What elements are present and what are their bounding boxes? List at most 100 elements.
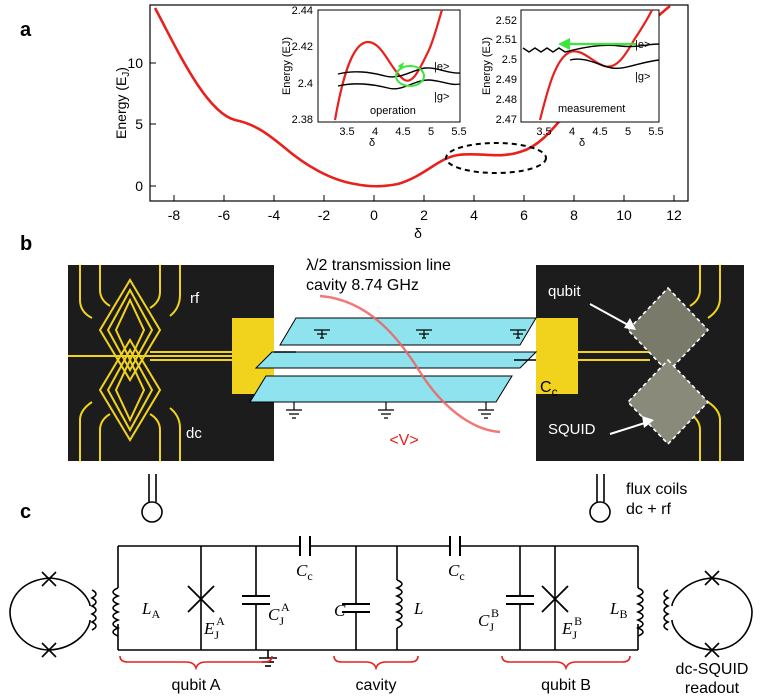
ejb-label: EJB: [561, 614, 582, 642]
highlight-ellipse: [445, 142, 547, 174]
inset-xtick: 5: [428, 126, 434, 138]
brace-qubit-b: [501, 655, 631, 671]
l-label: L: [413, 599, 423, 618]
ytick-label: 0: [135, 178, 143, 194]
left-squid-loop: [9, 571, 97, 658]
flux-coils-sub-label: dc + rf: [626, 501, 671, 518]
inductor-la-icon: [112, 587, 121, 637]
inductor-lb-icon: [635, 587, 644, 637]
x-axis-label: δ: [414, 225, 422, 241]
inset-ytick: 2.4: [298, 78, 313, 90]
state-e-label: |e>: [635, 39, 650, 51]
inset-xtick: 5.5: [451, 126, 466, 138]
readout-label-line1: dc-SQUID: [676, 661, 749, 678]
inset-measurement: |e> |g> measurement 2.47 2.48 2.49 2.5 2…: [481, 9, 664, 149]
cjb-label: CJB: [478, 606, 499, 634]
panel-letter-a: a: [20, 19, 32, 41]
xtick-label: 12: [666, 207, 682, 223]
inset-ytick: 2.51: [496, 34, 517, 46]
circuit-wiring: [112, 536, 644, 667]
inset-measurement-label: measurement: [558, 103, 625, 115]
right-flux-coil-icon: [589, 474, 611, 523]
left-flux-coil-icon: [141, 474, 163, 523]
rf-label: rf: [190, 290, 200, 307]
cc1-label: Cc: [296, 561, 313, 583]
cavity-label: cavity: [356, 677, 397, 694]
brace-cavity: [333, 655, 419, 671]
main-plot-frame: [149, 4, 689, 202]
eja-label: EJA: [203, 614, 225, 642]
xtick-label: 6: [520, 207, 528, 223]
inset-xtick: 3.5: [339, 126, 354, 138]
inset-operation-label: operation: [370, 105, 416, 117]
xtick-label: 2: [420, 207, 428, 223]
state-g-label: |g>: [434, 91, 449, 103]
ground-icon: [259, 650, 277, 667]
la-label: LA: [141, 599, 160, 621]
panel-letter-c: c: [20, 501, 31, 523]
xtick-label: -8: [168, 207, 181, 223]
inset-ylabel: Energy (EJ): [481, 37, 493, 95]
brace-qubit-a: [119, 655, 273, 671]
cavity-inductor-icon: [394, 579, 403, 629]
inset-operation-curve: [333, 9, 444, 121]
left-qubit-chip: rf dc: [68, 265, 274, 461]
josephson-junction-icon: [704, 642, 720, 658]
panel-b: b: [20, 233, 744, 523]
inset-xtick: 4.5: [592, 126, 607, 138]
cavity-title-line2: cavity 8.74 GHz: [306, 277, 419, 294]
panel-letter-b: b: [20, 233, 32, 255]
ytick-label: 5: [135, 116, 143, 132]
inset-xtick: 5.5: [648, 126, 663, 138]
inset-ytick: 2.44: [292, 5, 313, 17]
inset-xtick: 4: [372, 126, 378, 138]
inset-ytick: 2.47: [496, 114, 517, 126]
squid-label: SQUID: [548, 421, 596, 438]
coupling-coil-icon: [663, 589, 670, 631]
josephson-junction-b-icon: [541, 585, 569, 613]
x-ticks: -8 -6 -4 -2 0 2 4 6 8 10 12: [168, 195, 682, 223]
xtick-label: -4: [268, 207, 281, 223]
inset-xtick: 4: [569, 126, 575, 138]
josephson-junction-a-icon: [187, 585, 215, 613]
inset-ytick: 2.38: [292, 114, 313, 126]
inset-measurement-level-g: [569, 58, 660, 70]
flux-coils: flux coils dc + rf: [141, 474, 687, 523]
josephson-junction-icon: [704, 570, 720, 586]
inset-ytick: 2.52: [496, 15, 517, 27]
cc-label: Cc: [540, 379, 558, 399]
transmission-line-cavity: <V> λ/2 transmission line cavity 8.74 GH…: [249, 257, 538, 449]
lb-label: LB: [609, 599, 627, 621]
panel-a: a 0 5 10 -8 -6 -4 -2: [20, 4, 689, 241]
inset-operation-oscillation-arrow: [395, 65, 425, 87]
ytick-label: 10: [127, 55, 143, 71]
xtick-label: -2: [318, 207, 331, 223]
panel-c: c: [9, 501, 753, 697]
xtick-label: 0: [370, 207, 378, 223]
inset-ytick: 2.48: [496, 94, 517, 106]
qubit-b-label: qubit B: [541, 677, 591, 694]
cavity-title-line1: λ/2 transmission line: [306, 257, 451, 274]
cc2-label: Cc: [448, 561, 465, 583]
qubit-a-label: qubit A: [172, 677, 221, 694]
qubit-label: qubit: [548, 283, 581, 300]
state-e-label: |e>: [434, 61, 449, 73]
josephson-junction-icon: [41, 571, 57, 587]
inset-operation: |e> |g> operation 2.44 2.42 2.4 2.38 3.5…: [281, 5, 467, 149]
voltage-standing-wave: [319, 294, 501, 434]
inset-ytick: 2.5: [502, 54, 517, 66]
flux-coils-label: flux coils: [626, 481, 687, 498]
inset-operation-level-e: [337, 67, 461, 78]
coupling-coil-icon: [90, 589, 97, 631]
voltage-label: <V>: [389, 432, 418, 449]
dc-label: dc: [186, 425, 202, 442]
xtick-label: -6: [218, 207, 231, 223]
component-labels: LA EJA CJA Cc C L Cc CJB EJB LB: [141, 561, 627, 642]
c-label: C: [334, 601, 346, 620]
xtick-label: 4: [470, 207, 478, 223]
xtick-label: 10: [616, 207, 632, 223]
readout-label-line2: readout: [685, 680, 740, 697]
y-ticks: 0 5 10: [127, 55, 156, 194]
cja-label: CJA: [268, 600, 290, 628]
